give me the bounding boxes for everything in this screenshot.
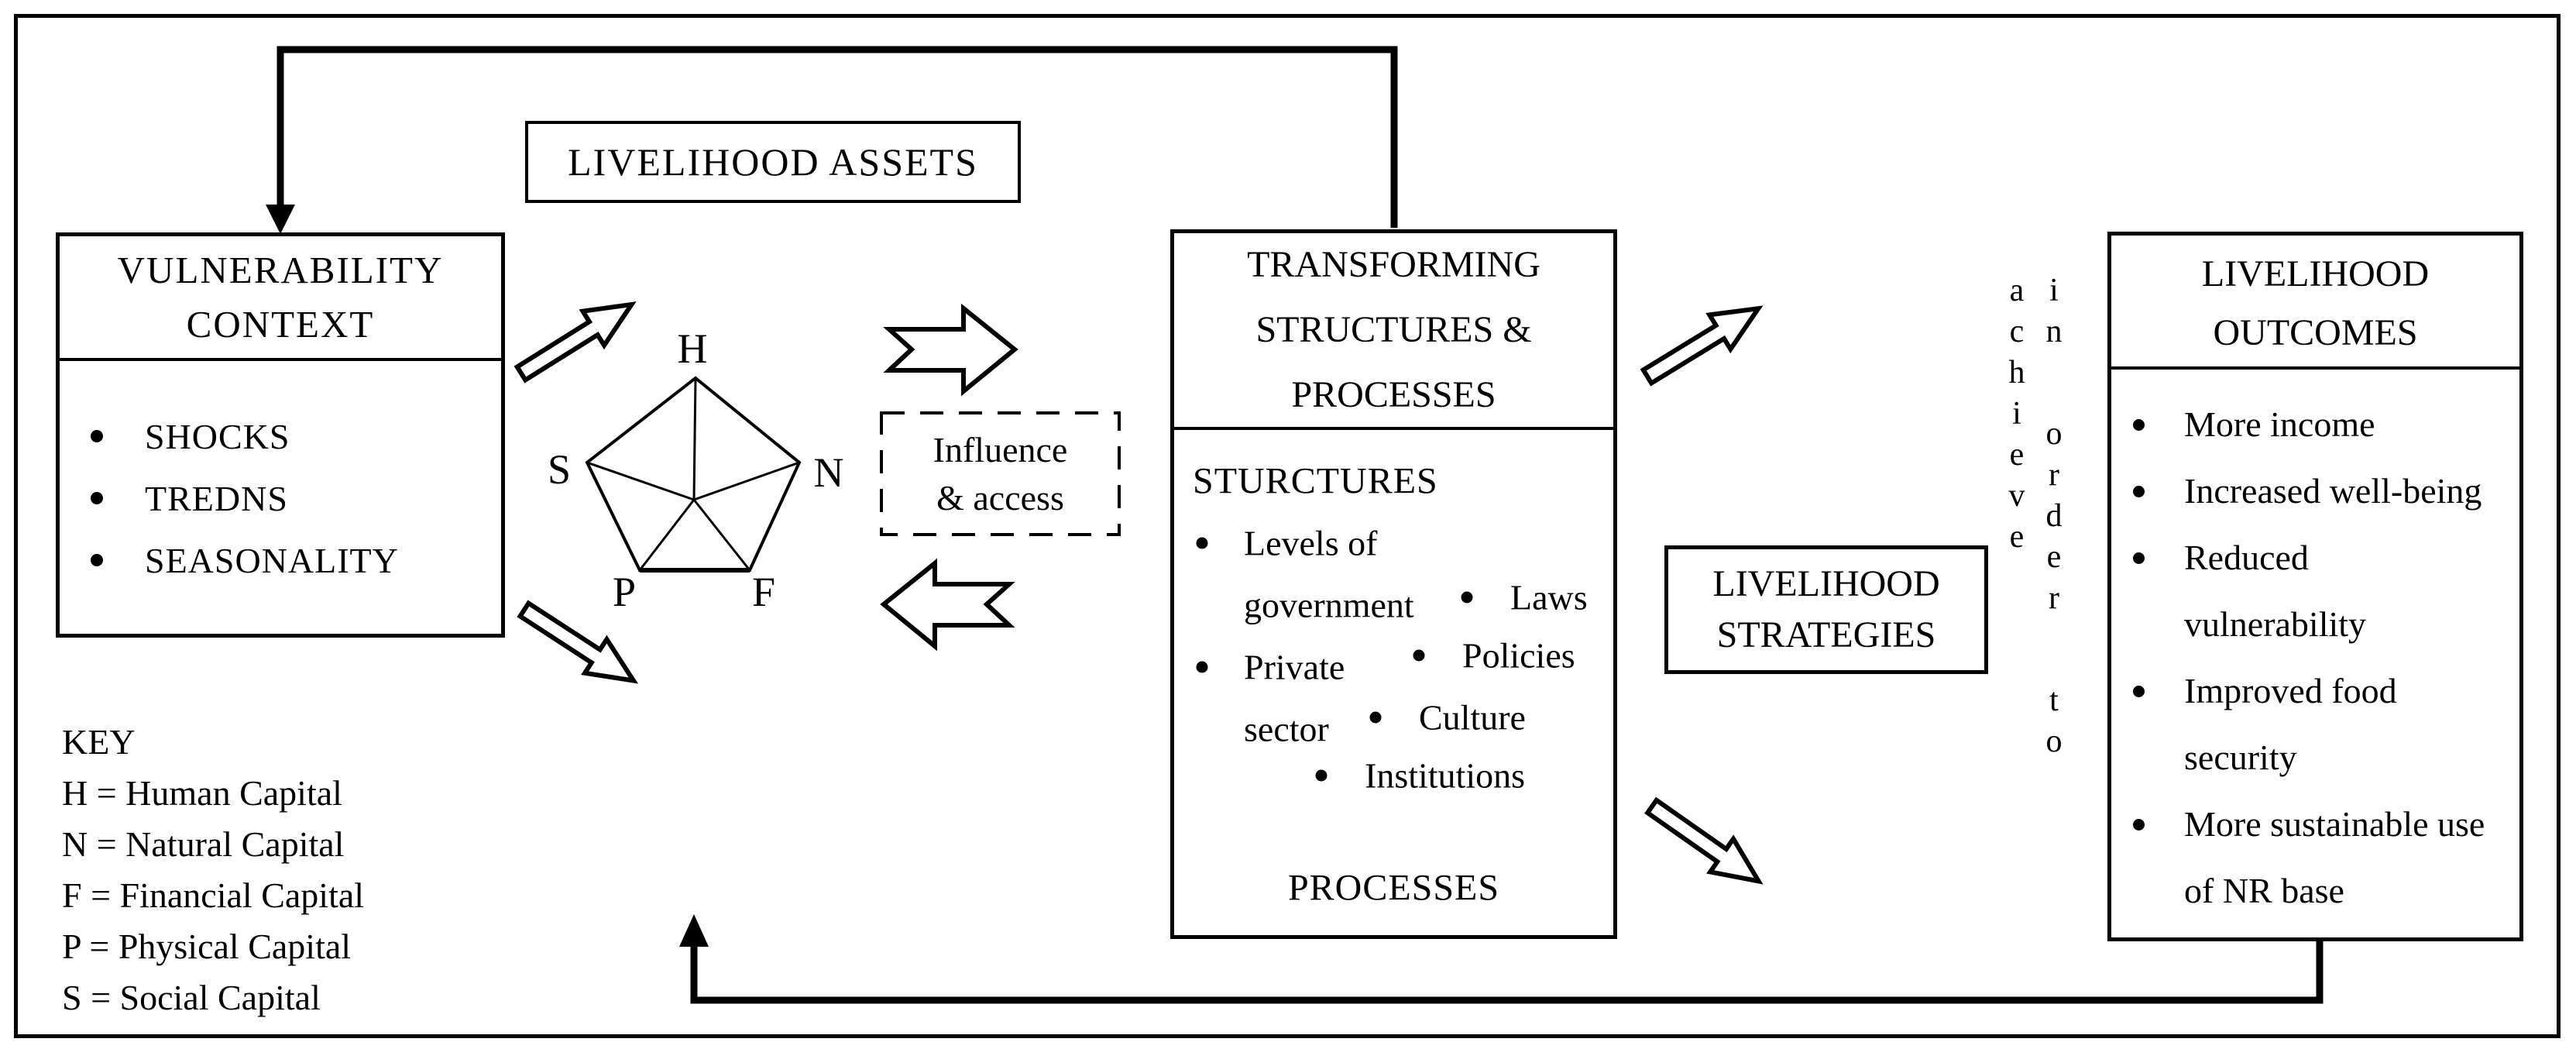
pentagon-label-human: H bbox=[677, 325, 708, 372]
list-item: Improved food security bbox=[2133, 658, 2519, 791]
outcomes-item-label: More sustainable use of NR base bbox=[2184, 804, 2485, 910]
vulnerability-title-line2: CONTEXT bbox=[186, 302, 375, 346]
influence-access-dashed-box bbox=[880, 411, 1121, 536]
structures-heading: STURCTURES bbox=[1193, 460, 1438, 502]
bullet-icon bbox=[1369, 711, 1382, 724]
bullet-icon bbox=[1461, 591, 1473, 604]
outcomes-item-label: Reduced vulnerability bbox=[2184, 538, 2367, 644]
arrow-structures-to-strategies-icon bbox=[1644, 796, 1764, 885]
processes-item-label: Culture bbox=[1419, 697, 1526, 738]
strategies-title-line1: LIVELIHOOD bbox=[1712, 563, 1940, 604]
vulnerability-context-title: VULNERABILITY CONTEXT bbox=[60, 236, 501, 361]
bullet-icon bbox=[2133, 819, 2145, 831]
key-entry: F = Financial Capital bbox=[62, 875, 365, 915]
outcomes-item-label: Improved food security bbox=[2184, 671, 2397, 777]
bullet-icon bbox=[1196, 537, 1208, 549]
vulnerability-item-label: TREDNS bbox=[145, 478, 288, 518]
bullet-icon bbox=[91, 554, 103, 566]
processes-item-label: Institutions bbox=[1365, 755, 1526, 796]
key-heading: KEY bbox=[62, 722, 136, 762]
processes-item-label: Laws bbox=[1510, 577, 1588, 617]
bullet-icon bbox=[1196, 661, 1208, 673]
bullet-icon bbox=[2133, 419, 2145, 431]
processes-item-label: Policies bbox=[1462, 635, 1575, 676]
outcomes-item-label: Increased well-being bbox=[2184, 471, 2482, 511]
structures-item-line: sector bbox=[1244, 709, 1329, 749]
vulnerability-list: SHOCKS TREDNS SEASONALITY bbox=[60, 405, 501, 591]
figure-border bbox=[14, 14, 2561, 1038]
in-order-to-achieve-label: in order to achieve bbox=[1999, 273, 2072, 765]
processes-heading: PROCESSES bbox=[1287, 867, 1500, 909]
pentagon-label-social: S bbox=[547, 446, 572, 493]
bottom-feedback-line bbox=[690, 940, 2324, 1004]
structures-processes-content: STURCTURES Levels of government Private … bbox=[1174, 430, 1613, 935]
livelihood-assets-title: LIVELIHOOD ASSETS bbox=[568, 140, 978, 184]
influence-line2: & access bbox=[936, 477, 1064, 518]
vulnerability-item-label: SHOCKS bbox=[145, 416, 290, 456]
vulnerability-context-box: VULNERABILITY CONTEXT SHOCKS TREDNS SEAS… bbox=[56, 232, 505, 638]
transforming-title-line2: STRUCTURES & bbox=[1255, 309, 1532, 350]
list-item: Reduced vulnerability bbox=[2133, 524, 2519, 658]
structures-item-line: government bbox=[1244, 585, 1414, 625]
pentagon-label-physical: P bbox=[612, 569, 637, 615]
bullet-icon bbox=[91, 430, 103, 442]
influence-access-label: Influence & access bbox=[881, 413, 1119, 535]
bullet-icon bbox=[2133, 686, 2145, 697]
bullet-icon bbox=[1413, 649, 1425, 662]
list-item: SEASONALITY bbox=[91, 529, 501, 591]
list-item: Increased well-being bbox=[2133, 458, 2519, 524]
pentagon-label-financial: F bbox=[751, 569, 776, 615]
influence-line1: Influence bbox=[933, 429, 1068, 469]
vulnerability-item-label: SEASONALITY bbox=[145, 540, 399, 580]
key-entry: N = Natural Capital bbox=[62, 824, 345, 864]
arrow-structures-to-assets-icon bbox=[880, 558, 1015, 652]
list-item: More sustainable use of NR base bbox=[2133, 791, 2519, 924]
arrow-vulnerability-to-assets-icon bbox=[513, 301, 637, 383]
outcomes-title-line2: OUTCOMES bbox=[2213, 311, 2418, 353]
structures-item-line: Levels of bbox=[1244, 523, 1378, 563]
structures-item-line: Private bbox=[1244, 647, 1345, 687]
arrow-assets-to-structures-icon bbox=[883, 303, 1018, 397]
vulnerability-title-line1: VULNERABILITY bbox=[117, 248, 444, 291]
arrow-structures-to-outcomes-icon bbox=[1640, 305, 1764, 387]
list-item: TREDNS bbox=[91, 467, 501, 529]
transforming-title-line1: TRANSFORMING bbox=[1247, 244, 1540, 285]
key-legend: KEY H = Human Capital N = Natural Capita… bbox=[62, 717, 364, 1023]
livelihood-assets-box: LIVELIHOOD ASSETS bbox=[525, 121, 1021, 203]
list-item: SHOCKS bbox=[91, 405, 501, 467]
strategies-title-line2: STRATEGIES bbox=[1716, 614, 1936, 655]
bottom-feedback-arrowhead-icon bbox=[679, 914, 709, 947]
outcomes-title-line1: LIVELIHOOD bbox=[2201, 253, 2430, 294]
outcomes-list: More income Increased well-being Reduced… bbox=[2111, 391, 2519, 924]
transforming-structures-processes-box: TRANSFORMING STRUCTURES & PROCESSES STUR… bbox=[1170, 229, 1617, 939]
transforming-title-line3: PROCESSES bbox=[1291, 374, 1496, 415]
transforming-title: TRANSFORMING STRUCTURES & PROCESSES bbox=[1174, 233, 1613, 430]
key-entry: P = Physical Capital bbox=[62, 927, 352, 966]
list-item: More income bbox=[2133, 391, 2519, 458]
bullet-icon bbox=[2133, 552, 2145, 564]
asset-pentagon-spokes bbox=[586, 377, 800, 571]
bullet-icon bbox=[2133, 486, 2145, 497]
outcomes-item-label: More income bbox=[2184, 404, 2375, 444]
outcomes-title: LIVELIHOOD OUTCOMES bbox=[2111, 236, 2519, 370]
top-feedback-line bbox=[276, 46, 1398, 228]
pentagon-label-natural: N bbox=[813, 449, 844, 496]
arrow-vulnerability-below-assets-icon bbox=[517, 600, 639, 684]
key-entry: S = Social Capital bbox=[62, 978, 321, 1017]
bullet-icon bbox=[1315, 769, 1327, 782]
livelihood-strategies-box: LIVELIHOOD STRATEGIES bbox=[1664, 545, 1988, 674]
key-entry: H = Human Capital bbox=[62, 773, 342, 813]
top-feedback-arrowhead-icon bbox=[266, 205, 295, 234]
livelihood-outcomes-box: LIVELIHOOD OUTCOMES More income Increase… bbox=[2107, 232, 2523, 941]
bullet-icon bbox=[91, 492, 103, 504]
